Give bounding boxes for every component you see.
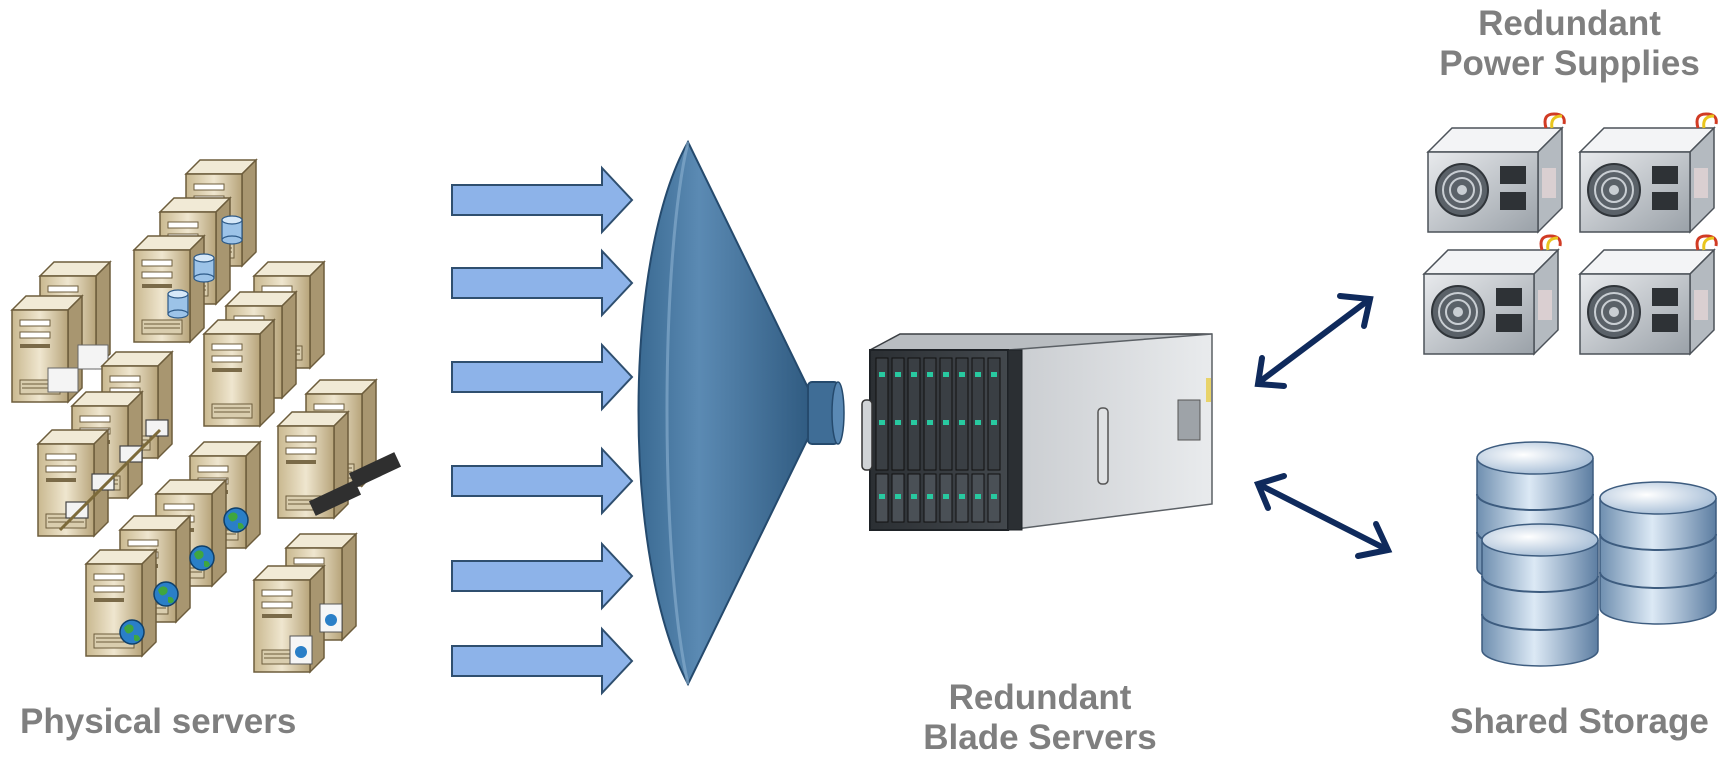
power-link-arrow	[1254, 293, 1374, 389]
blade-servers-line1: Redundant	[948, 678, 1132, 717]
input-arrow-2	[451, 248, 634, 318]
input-arrow-4	[451, 446, 634, 516]
bidirectional-arrows	[1253, 293, 1393, 559]
power-supplies-icon	[1422, 112, 1718, 356]
blade-servers-label: Redundant Blade Servers	[880, 678, 1200, 758]
power-supplies-label: Redundant Power Supplies	[1410, 4, 1729, 84]
physical-servers-label: Physical servers	[20, 702, 330, 742]
storage-link-arrow	[1253, 473, 1393, 559]
funnel-icon	[637, 139, 845, 687]
blade-server-icon	[861, 333, 1213, 531]
input-arrow-5	[451, 541, 634, 611]
input-arrow-3	[451, 342, 634, 412]
power-supplies-line2: Power Supplies	[1439, 44, 1700, 83]
shared-storage-icon	[1476, 441, 1717, 667]
blade-servers-line2: Blade Servers	[923, 718, 1157, 757]
shared-storage-text: Shared Storage	[1450, 702, 1709, 741]
input-arrows	[451, 165, 634, 696]
input-arrow-6	[451, 626, 634, 696]
physical-servers-text: Physical servers	[20, 702, 297, 741]
shared-storage-label: Shared Storage	[1430, 702, 1729, 742]
power-supplies-line1: Redundant	[1478, 4, 1661, 43]
physical-servers-icon	[11, 159, 402, 673]
input-arrow-1	[451, 165, 634, 235]
